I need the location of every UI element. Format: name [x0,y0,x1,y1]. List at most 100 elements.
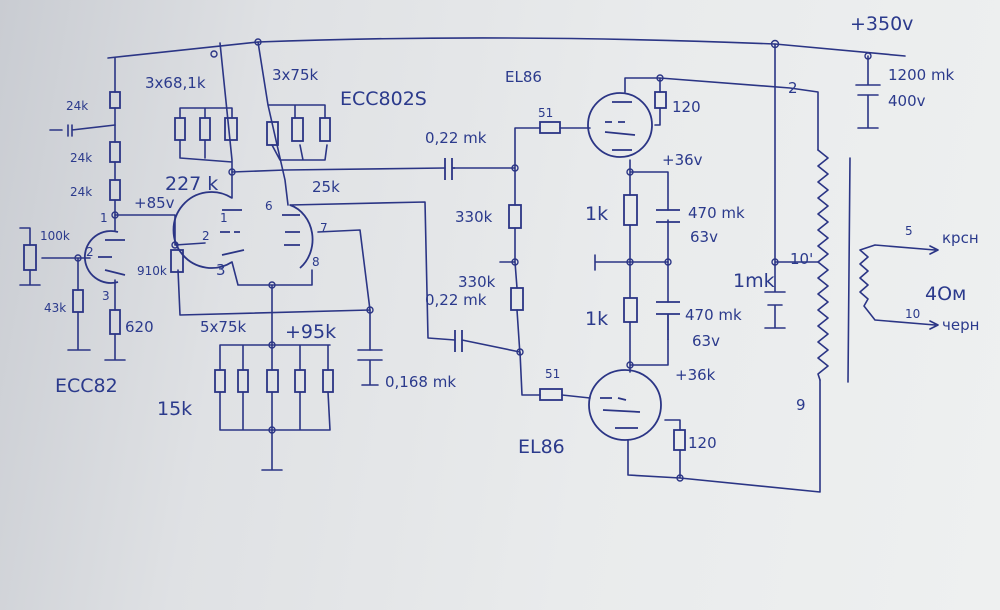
capacitor-470-bottom [656,301,680,340]
label-24k-2: 24k [70,151,92,165]
pin-1: 1 [220,211,228,225]
pin-2: 2 [202,229,210,243]
junction [626,361,634,369]
label-total-b: 25k [312,178,340,196]
label-el86-top: EL86 [505,68,542,86]
junction [664,258,672,266]
label-330k-top: 330k [455,208,493,226]
label-330k-bottom: 330k [458,273,496,291]
label-volume-pot: 100k [40,229,70,243]
resistor-68k-1 [174,117,186,141]
junction [511,164,519,172]
label-cathode-voltage: +95k [285,321,336,343]
wire-pin7 [317,229,383,386]
label-470-bottom: 470 mk [685,306,742,324]
pin-7: 7 [320,221,328,235]
resistor-1k-bottom [623,297,638,323]
label-impedance: 4Ом [925,283,966,305]
label-63v-bottom: 63v [692,332,720,350]
resistor-120-bottom [673,429,686,451]
tube-ecc82 [84,230,119,284]
resistor-15k-2 [237,369,249,393]
junction [676,474,684,482]
resistor-620 [109,309,121,335]
label-cap-022-bottom: 0,22 mk [425,291,487,309]
label-pin-9: 9 [796,396,806,414]
label-supply-voltage: +350v [850,13,913,35]
wire-supply-cap [855,55,881,129]
label-24k-3: 24k [70,185,92,199]
wire-feedback [177,269,371,351]
label-cathode-resistors: 5x75k [200,318,247,336]
label-pin-2: 2 [788,79,798,97]
label-ecc82: ECC82 [55,375,118,397]
junction [770,39,780,49]
label-1k-bottom: 1k [585,308,608,330]
junction [210,50,218,58]
el86-top-electrodes [604,101,636,151]
junction [771,258,779,266]
label-1k-top: 1k [585,203,608,225]
ecc82-electrodes [98,239,126,276]
capacitor-470-top [656,209,680,223]
junction [656,74,664,82]
label-120-top: 120 [672,98,701,116]
label-620: 620 [125,318,154,336]
label-470-top: 470 mk [688,204,745,222]
transformer-core [847,157,851,383]
junctions [74,38,872,482]
capacitors [444,158,680,352]
junction [626,168,634,176]
label-cap-022-top: 0,22 mk [425,129,487,147]
wire-driver-out-b [289,201,456,341]
pin-3: 3 [216,261,226,279]
wire-b-plus [764,43,819,329]
volume-pot [23,244,37,271]
junction [864,52,872,60]
label-120-bottom: 120 [688,434,717,452]
wire-volume-pot [19,227,41,286]
wires [19,37,939,493]
resistor-330k-bottom [510,287,524,311]
ecc82-pin-1: 1 [100,211,108,225]
wire-top-grid [454,127,591,356]
tube-el86-top [587,92,653,158]
wire-supply-rail [107,37,906,59]
resistor-68k-2 [199,117,211,141]
ecc82-pin-3: 3 [102,289,110,303]
wire-ecc82-anode [114,214,206,246]
label-supply-cap: 1200 mk [888,66,955,84]
wire-driver-anode-b [257,41,328,206]
junction [254,38,262,46]
wire-driver-out-a [231,167,446,173]
wire-bottom-grid [461,339,591,399]
resistor-75k-3 [319,117,331,142]
label-supply-cap-voltage: 400v [888,92,926,110]
label-910k: 910k [137,264,167,278]
ecc802s-electrodes [220,209,300,256]
wire-driver-anode-a [179,42,233,199]
wire-driver-cathode [219,261,331,471]
label-anode-a: 3x68,1k [145,74,206,92]
resistor-24k-1 [109,91,121,109]
junction [366,306,374,314]
capacitor-022-top [444,158,455,180]
label-coupling-cap: 0,168 mk [385,373,456,391]
tube-el86-bottom [588,369,662,441]
resistor-51-bottom [539,388,563,401]
junction [626,258,634,266]
pin-6: 6 [265,199,273,213]
resistor-51-top [539,121,561,134]
label-36v-top: +36v [662,151,703,169]
pin-8: 8 [312,255,320,269]
label-ecc802s: ECC802S [340,88,427,110]
junction [111,211,119,219]
junction [511,258,519,266]
junction [268,426,276,434]
junction [268,341,276,349]
wire-input-cap [49,124,116,137]
resistor-15k-3 [266,369,279,393]
resistors [23,91,686,451]
